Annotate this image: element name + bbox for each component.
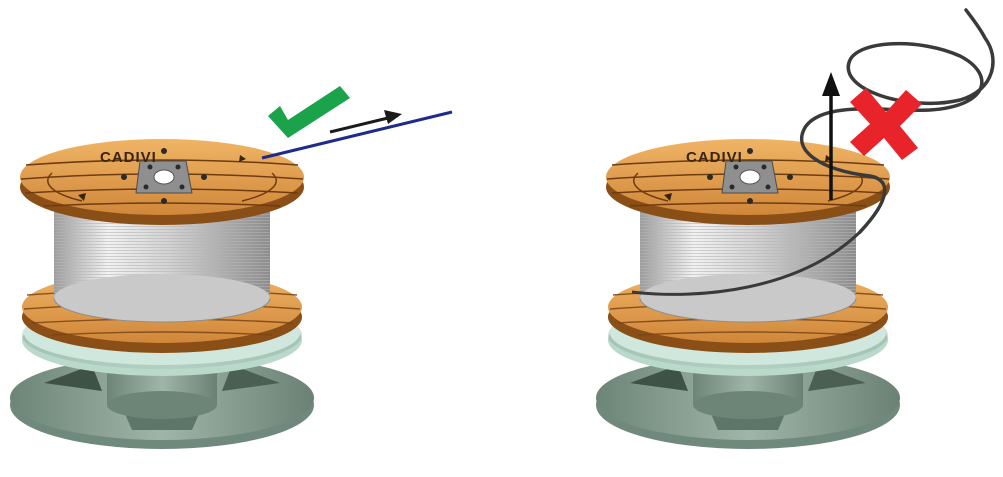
- reel-brand-left: CADIVI: [100, 149, 157, 166]
- cable-reel-left: [10, 139, 314, 449]
- direction-arrow-icon: [330, 110, 402, 132]
- reel-brand-right: CADIVI: [686, 149, 743, 166]
- panel-correct: CADIVI: [10, 86, 452, 449]
- panel-incorrect: CADIVI: [596, 10, 993, 449]
